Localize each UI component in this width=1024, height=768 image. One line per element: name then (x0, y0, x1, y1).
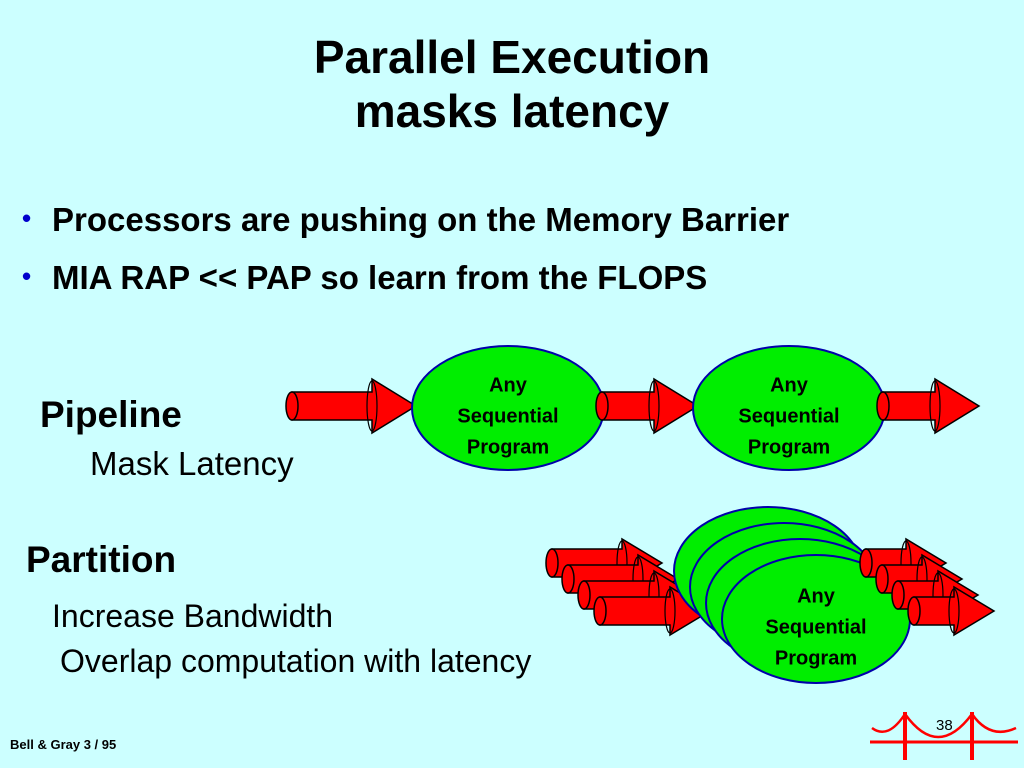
bullet-dot-icon: • (22, 203, 32, 233)
pipeline-arrow-in (285, 377, 418, 435)
oval-text-line: Sequential (738, 405, 839, 427)
oval-text-line: Program (748, 436, 830, 458)
pipeline-arrow-out (876, 377, 981, 435)
oval-text-line: Program (467, 436, 549, 458)
oval-text-line: Sequential (457, 405, 558, 427)
pipeline-arrow-middle (595, 377, 700, 435)
partition-line-2: Overlap computation with latency (60, 643, 532, 679)
title-line-2: masks latency (354, 85, 670, 137)
footer-credit: Bell & Gray 3 / 95 (10, 737, 117, 752)
partition-arrow-right (907, 585, 996, 637)
partition-heading: Partition (26, 539, 177, 580)
pipeline-subtitle: Mask Latency (90, 445, 294, 482)
page-number: 38 (936, 717, 953, 734)
partition-front-arrows (859, 537, 996, 637)
slide-title: Parallel Execution masks latency (0, 30, 1024, 138)
bullet-item: • Processors are pushing on the Memory Ba… (22, 190, 789, 248)
bullet-list: • Processors are pushing on the Memory Ba… (22, 190, 789, 306)
partition-back-arrows (545, 537, 712, 637)
oval-text-line: Program (775, 647, 857, 669)
oval-text-line: Any (770, 374, 809, 396)
title-line-1: Parallel Execution (313, 31, 711, 83)
bullet-item: • MIA RAP << PAP so learn from the FLOPS (22, 248, 789, 306)
partition-line-1: Increase Bandwidth (52, 598, 334, 634)
oval-text-line: Sequential (765, 616, 866, 638)
oval-text-line: Any (489, 374, 528, 396)
bullet-text: MIA RAP << PAP so learn from the FLOPS (52, 259, 708, 296)
oval-text-line: Any (797, 585, 836, 607)
bullet-dot-icon: • (22, 261, 32, 291)
golden-gate-bridge-icon (870, 711, 1018, 760)
bullet-text: Processors are pushing on the Memory Bar… (52, 201, 790, 238)
pipeline-heading: Pipeline (40, 394, 182, 435)
